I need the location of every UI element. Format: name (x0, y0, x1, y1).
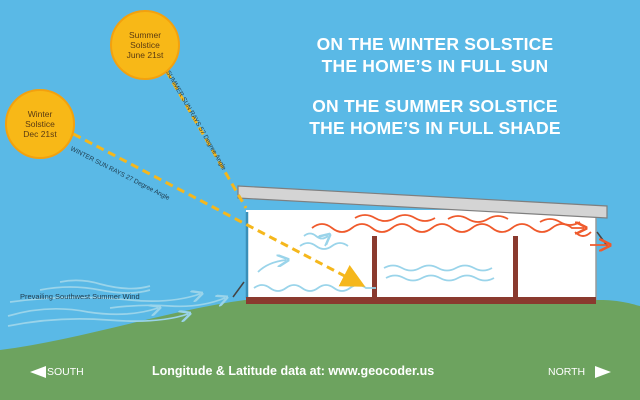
south-label: SOUTH (47, 366, 84, 378)
summer-sun-ray (158, 59, 248, 209)
summer-sun-line3: June 21st (126, 50, 164, 60)
ground-hill (0, 300, 640, 400)
winter-sun-ray (61, 126, 366, 287)
winter-sun-line1: Winter (27, 109, 53, 119)
headline-winter-line1: ON THE WINTER SOLSTICE (316, 34, 554, 54)
wind-arrows (7, 279, 225, 327)
summer-sun (110, 10, 180, 80)
north-arrow-icon (595, 366, 611, 378)
house (232, 185, 609, 304)
headline-summer-line1: ON THE SUMMER SOLSTICE (312, 96, 558, 116)
winter-sun-line2: Solstice (25, 119, 55, 129)
winter-sun-line3: Dec 21st (23, 129, 57, 139)
headline-summer-line2: THE HOME’S IN FULL SHADE (309, 118, 561, 138)
winter-sun (5, 89, 75, 159)
hot-air-currents (311, 214, 608, 245)
summer-sun-line1: Summer (128, 30, 162, 40)
south-arrow-icon (30, 366, 46, 378)
interior-post (372, 236, 377, 298)
winter-sun-label: Winter Solstice Dec 21st (10, 109, 70, 139)
window-vent-low (232, 281, 245, 298)
interior-post (513, 236, 518, 298)
summer-sun-line2: Solstice (130, 40, 160, 50)
summer-sun-label: Summer Solstice June 21st (115, 30, 175, 60)
wind-label: Prevailing Southwest Summer Wind (20, 292, 140, 301)
headline-winter-line2: THE HOME’S IN FULL SUN (321, 56, 549, 76)
headline-block: ON THE WINTER SOLSTICE THE HOME’S IN FUL… (280, 33, 590, 139)
footer-text: Longitude & Latitude data at: www.geocod… (152, 364, 435, 378)
cool-air-currents (253, 234, 495, 292)
house-interior (246, 210, 596, 304)
floor-beam (246, 297, 596, 304)
north-label: NORTH (548, 366, 586, 378)
house-roof (237, 185, 608, 219)
